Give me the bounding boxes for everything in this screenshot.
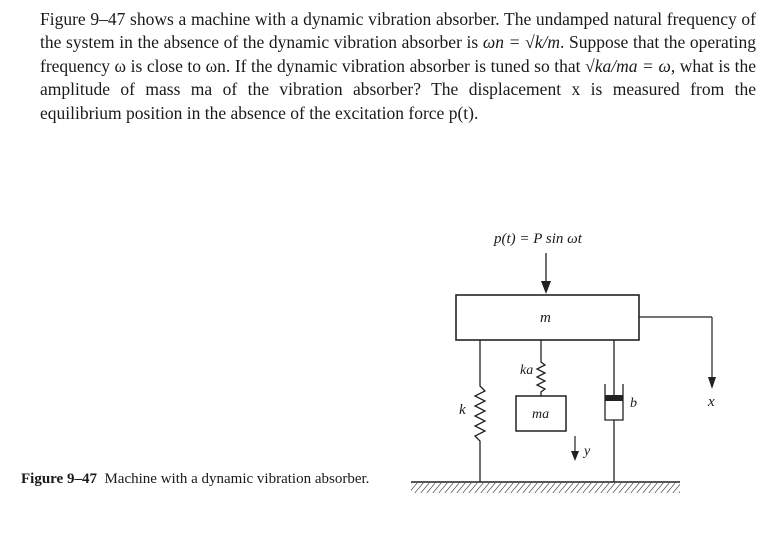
problem-text-2: . Suppose that the operating frequency ω… [40, 32, 756, 76]
y-arrow [571, 436, 579, 461]
x-label: x [707, 394, 715, 410]
absorber-mass [515, 395, 567, 432]
absorber-spring [535, 340, 547, 396]
figure-caption-number: Figure 9–47 [21, 471, 97, 487]
tuning-equation: √ka/ma = ω [585, 55, 671, 76]
figure-caption-text: Machine with a dynamic vibration absorbe… [104, 471, 370, 487]
y-label: y [582, 444, 591, 459]
damper-label: b [630, 396, 637, 411]
ground [411, 481, 680, 493]
main-spring [473, 340, 487, 482]
figure-caption: Figure 9–47 Machine with a dynamic vibra… [21, 470, 391, 489]
problem-text-3: , what is the amplitude of mass ma of th… [40, 55, 756, 123]
main-mass-label: m [540, 310, 551, 326]
absorber-mass-label: ma [532, 407, 549, 422]
main-spring-label: k [459, 402, 466, 418]
x-arrow [639, 316, 716, 389]
force-label: p(t) = P sin ωt [493, 231, 583, 247]
damper [604, 340, 624, 482]
problem-statement: Figure 9–47 shows a machine with a dynam… [40, 8, 756, 125]
absorber-spring-label: ka [520, 363, 533, 378]
natural-frequency-equation: ωn = √k/m [482, 32, 560, 53]
problem-text-1: Figure 9–47 shows a machine with a dynam… [40, 9, 756, 53]
force-arrow [541, 253, 551, 294]
